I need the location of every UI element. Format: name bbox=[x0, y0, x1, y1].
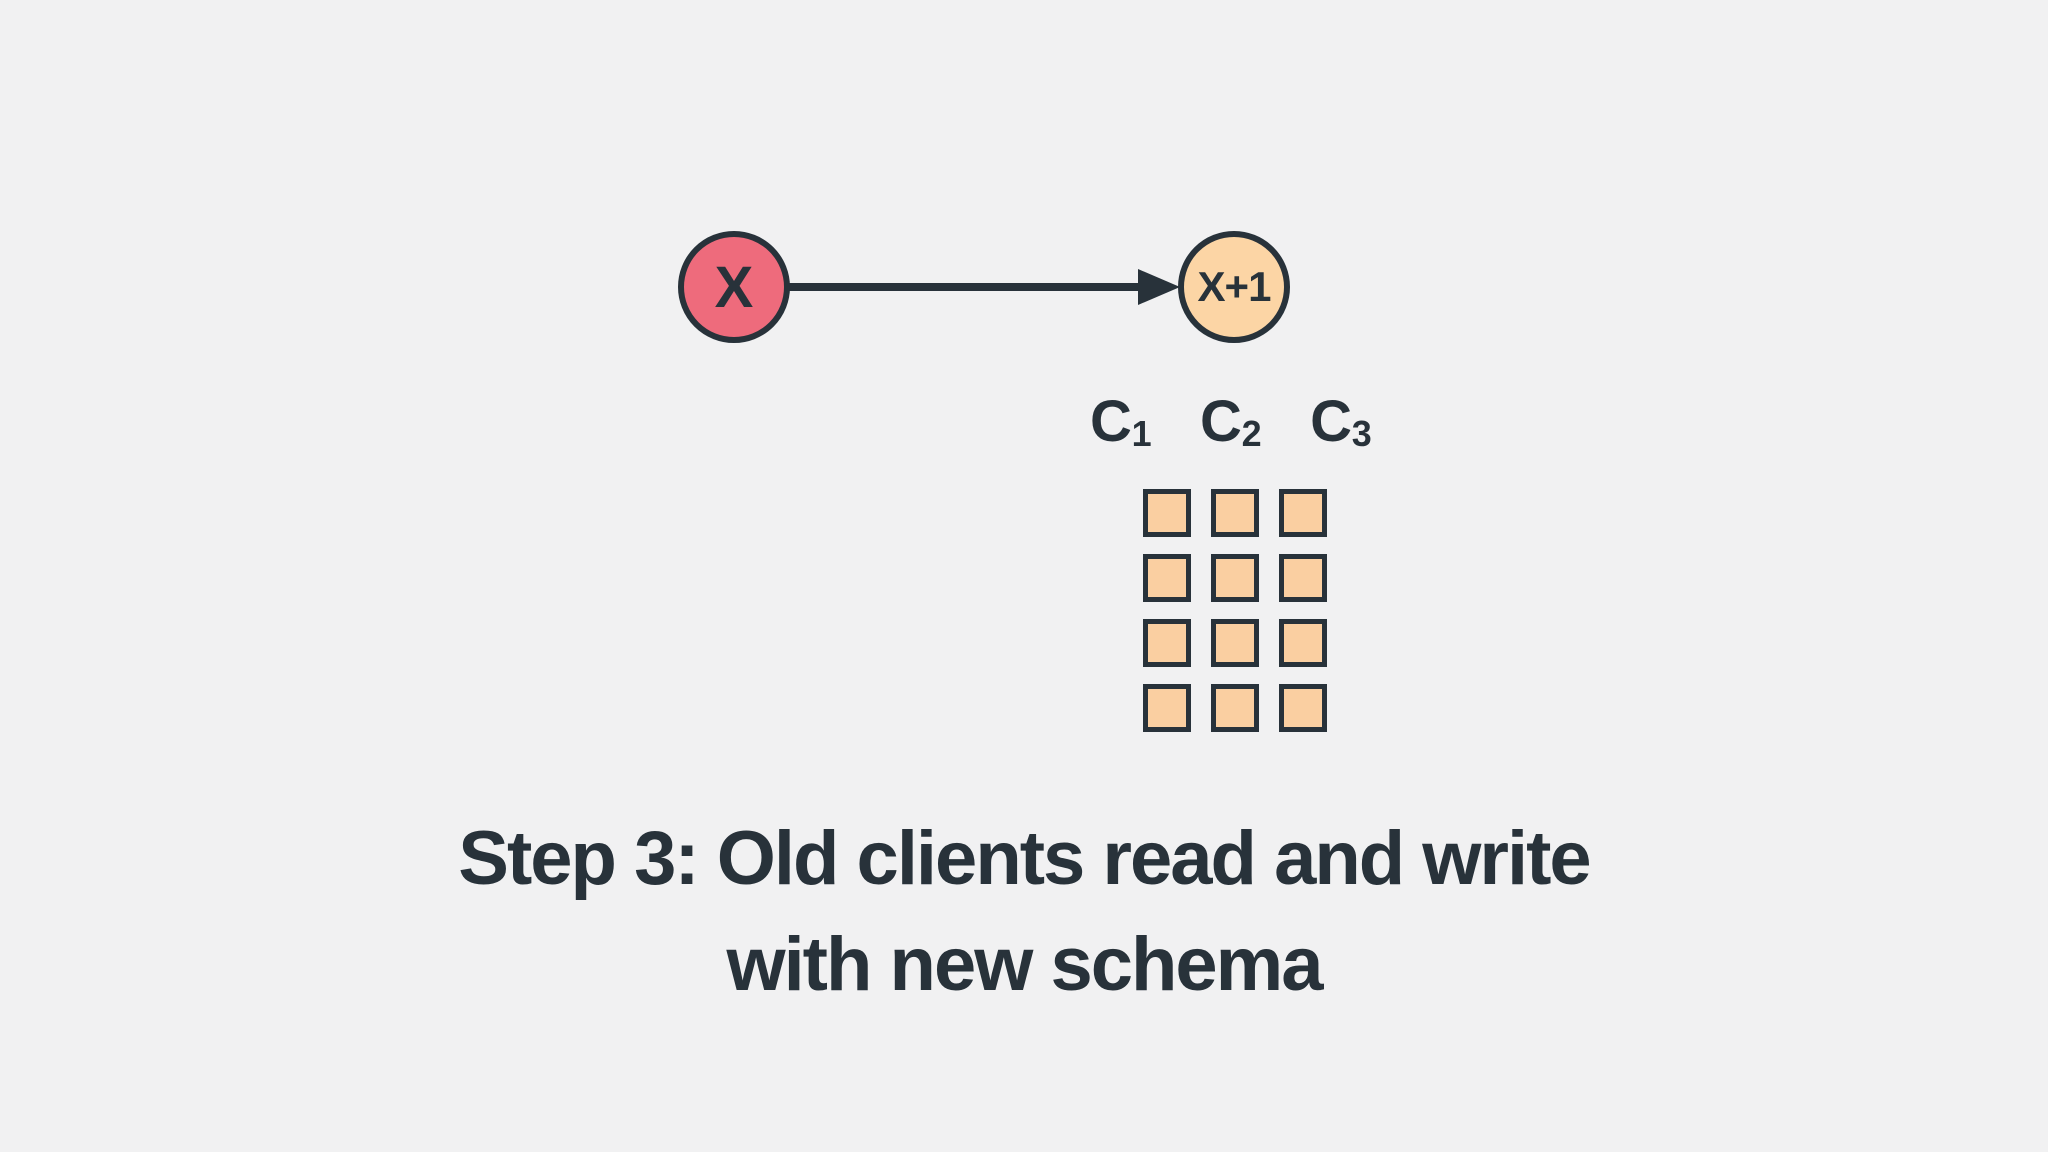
table-cell bbox=[1143, 554, 1191, 602]
step-caption-line2: with new schema bbox=[726, 922, 1323, 1007]
table-cell bbox=[1279, 554, 1327, 602]
column-label-c3-subscript: 3 bbox=[1351, 413, 1372, 455]
table-cell bbox=[1143, 619, 1191, 667]
table-cell bbox=[1211, 554, 1259, 602]
table-cell bbox=[1279, 619, 1327, 667]
node-version-x-label: X bbox=[714, 254, 754, 320]
column-label-c1-subscript: 1 bbox=[1131, 413, 1152, 455]
column-label-c2: C2 bbox=[1200, 389, 1262, 455]
node-version-x: X bbox=[678, 231, 790, 343]
table-cell bbox=[1211, 619, 1259, 667]
column-label-c3: C3 bbox=[1310, 389, 1372, 455]
table-cell bbox=[1143, 489, 1191, 537]
column-label-c1: C1 bbox=[1090, 389, 1152, 455]
node-version-x-plus-1-label: X+1 bbox=[1197, 263, 1272, 310]
column-label-c2-subscript: 2 bbox=[1241, 413, 1262, 455]
table-cell bbox=[1211, 684, 1259, 732]
schema-table-grid bbox=[1143, 489, 1327, 732]
migration-arrow-icon bbox=[786, 269, 1180, 305]
schema-column-labels: C1 C2 C3 bbox=[1090, 388, 1372, 455]
step-caption-line1: Step 3: Old clients read and write bbox=[458, 816, 1591, 901]
table-cell bbox=[1143, 684, 1191, 732]
step-caption: Step 3: Old clients read and write with … bbox=[0, 806, 2048, 1018]
node-version-x-plus-1: X+1 bbox=[1178, 231, 1290, 343]
table-cell bbox=[1279, 684, 1327, 732]
table-cell bbox=[1279, 489, 1327, 537]
table-cell bbox=[1211, 489, 1259, 537]
